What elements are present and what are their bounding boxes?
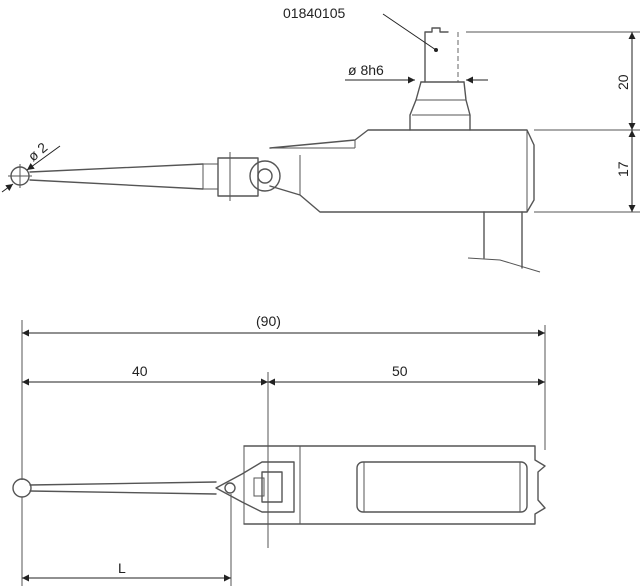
mounting-post — [467, 211, 541, 273]
total-length-dimension: (90) — [22, 313, 545, 337]
length-right-label: 50 — [392, 363, 408, 379]
top-knuckle — [215, 461, 295, 513]
top-body — [243, 445, 546, 525]
segment-length-dimensions: 40 50 — [22, 363, 545, 386]
stylus — [8, 163, 204, 190]
height-shaft-label: 20 — [615, 74, 631, 90]
total-length-label: (90) — [256, 313, 281, 329]
extension-lines — [21, 320, 546, 586]
stylus-length-label: L — [118, 560, 126, 576]
ball-diameter-label: ø 2 — [25, 139, 51, 164]
height-body-label: 17 — [615, 161, 631, 177]
height-dimensions: 20 17 — [466, 31, 640, 213]
stylus-length-dimension: L — [22, 560, 231, 582]
shaft-diameter-label: ø 8h6 — [348, 62, 384, 78]
side-view: 01840105 ø 8h6 ø 2 20 17 — [1, 5, 640, 273]
knuckle-joint — [202, 152, 281, 201]
length-left-label: 40 — [132, 363, 148, 379]
top-stylus — [12, 478, 217, 498]
part-number-label: 01840105 — [283, 5, 346, 21]
shaft — [409, 27, 471, 131]
top-view: (90) 40 50 L — [12, 313, 546, 586]
shaft-diameter-dimension: ø 8h6 — [345, 62, 488, 84]
part-number-callout: 01840105 — [283, 5, 437, 51]
probe-body — [269, 129, 535, 213]
ball-diameter-dimension: ø 2 — [1, 139, 61, 193]
